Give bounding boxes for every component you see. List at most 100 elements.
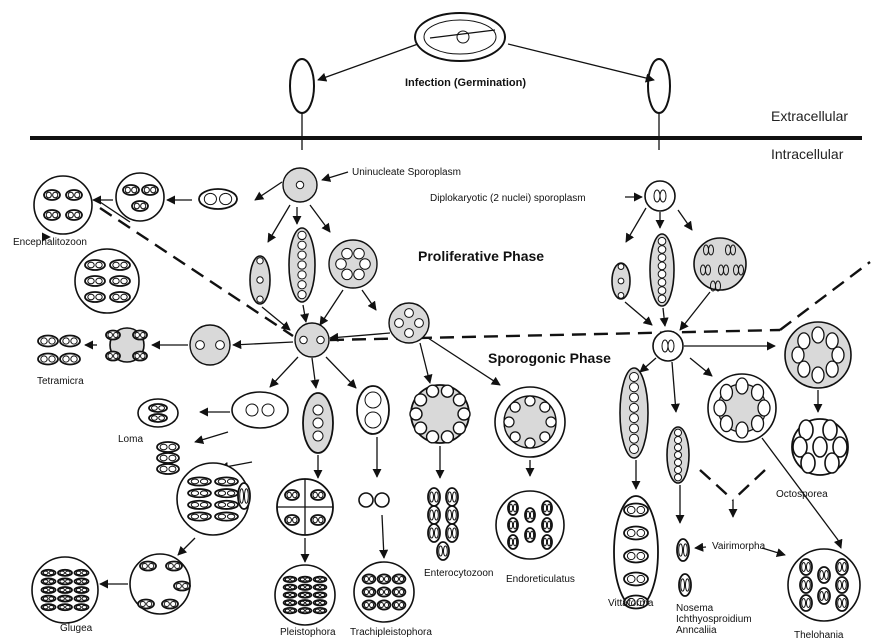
arrow-germination-left	[318, 44, 418, 80]
octosporea-spore	[720, 416, 732, 432]
nucleus	[674, 437, 681, 444]
nucleus	[365, 392, 381, 408]
octosporea-spore	[736, 378, 748, 394]
genus-glugea: Glugea	[60, 623, 92, 635]
nucleus	[453, 394, 465, 406]
nucleus	[342, 269, 353, 280]
octosporea-spore	[826, 361, 838, 377]
genus-enterocytozoon: Enterocytozoon	[424, 568, 494, 580]
arrow	[310, 205, 330, 232]
arrow	[640, 358, 656, 372]
nucleus	[441, 431, 453, 443]
nucleus	[630, 424, 639, 433]
genus-endoreticulatus: Endoreticulatus	[506, 574, 575, 586]
nucleus	[313, 431, 323, 441]
genus-trachipleistophora: Trachipleistophora	[350, 627, 432, 639]
nucleus	[630, 445, 639, 454]
genus-vairimorpha: Vairimorpha	[712, 541, 765, 553]
nucleus	[354, 269, 365, 280]
nucleus	[365, 412, 381, 428]
arrow	[663, 308, 665, 326]
octosporea-spore	[825, 453, 839, 473]
octosporea-spore	[813, 437, 827, 457]
arrow	[762, 548, 785, 555]
arrow-uninucleate-pointer	[322, 172, 348, 180]
arrow	[382, 515, 384, 558]
nucleus	[415, 394, 427, 406]
nucleus	[298, 281, 306, 289]
genus-loma: Loma	[118, 434, 143, 446]
nucleus	[618, 278, 624, 284]
polar-tube-bulb-right	[648, 59, 670, 113]
arrow-germination-right	[508, 44, 654, 80]
octosporea-spore	[832, 347, 844, 363]
arrow	[626, 208, 646, 242]
nucleus	[313, 418, 323, 428]
octosporea-spore	[720, 384, 732, 400]
arrow	[195, 432, 228, 442]
encephalitozoon-vacuole-2	[34, 176, 92, 234]
nucleus	[415, 319, 424, 328]
sporogonic-dashed-line-end	[780, 262, 870, 330]
nucleus	[405, 329, 414, 338]
nucleus	[246, 404, 258, 416]
nucleus	[359, 493, 373, 507]
octosporea-spore	[812, 367, 824, 383]
nucleus	[658, 237, 666, 245]
nucleus	[630, 393, 639, 402]
genus-octosporea: Octosporea	[776, 489, 828, 501]
nucleus	[630, 434, 639, 443]
nucleus	[504, 417, 514, 427]
nucleus	[410, 408, 422, 420]
infection-label: Infection (Germination)	[405, 77, 526, 90]
arrow	[672, 362, 676, 412]
nucleus	[458, 408, 470, 420]
genus-encephalitozoon: Encephalitozoon	[13, 237, 87, 249]
nucleus	[216, 341, 225, 350]
nucleus	[427, 385, 439, 397]
nucleus	[317, 336, 324, 343]
arrow	[270, 357, 298, 387]
nucleus	[658, 262, 666, 270]
nucleus	[375, 493, 389, 507]
octosporea-spore	[798, 333, 810, 349]
octosporea-spore	[826, 333, 838, 349]
nucleus	[360, 259, 371, 270]
nucleus	[298, 290, 306, 298]
arrow	[233, 342, 293, 345]
nucleus	[658, 287, 666, 295]
nucleus	[674, 444, 681, 451]
nucleus	[510, 432, 520, 442]
nucleus	[441, 385, 453, 397]
genus-tetramicra: Tetramicra	[37, 376, 84, 388]
nucleus	[300, 336, 307, 343]
nucleus	[296, 181, 303, 188]
arrow	[678, 210, 692, 230]
arrow	[362, 290, 376, 310]
nucleus	[395, 319, 404, 328]
nucleus	[298, 241, 306, 249]
nucleus	[525, 438, 535, 448]
octosporea-spore	[823, 420, 837, 440]
arrow	[838, 540, 841, 548]
octosporea-spore	[801, 453, 815, 473]
genus-nosema: Nosema	[676, 603, 713, 615]
vairimorpha-dashed-branch	[733, 470, 765, 500]
nucleus	[658, 270, 666, 278]
polar-tube-bulb-left	[290, 59, 314, 113]
nucleus	[674, 459, 681, 466]
nucleus	[674, 466, 681, 473]
nucleus	[336, 259, 347, 270]
nucleus	[415, 422, 427, 434]
nucleus	[674, 474, 681, 481]
nucleus	[630, 373, 639, 382]
genus-vittaforma: Vittaforma	[608, 598, 653, 610]
nucleus	[405, 309, 414, 318]
arrow	[178, 538, 195, 555]
nucleus	[196, 341, 205, 350]
arrow	[330, 333, 390, 338]
nucleus	[674, 451, 681, 458]
uninucleate-sporoplasm-label: Uninucleate Sporoplasm	[352, 167, 461, 179]
nucleus	[540, 402, 550, 412]
